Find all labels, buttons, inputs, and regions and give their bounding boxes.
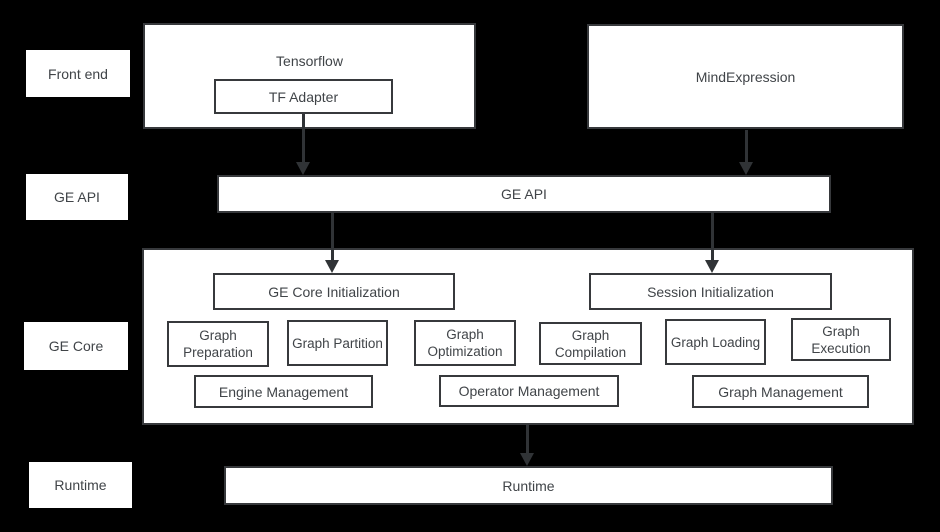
arrow-tf-adapter-to-ge-api — [296, 114, 310, 175]
module-box-graph-preparation: Graph Preparation — [167, 321, 269, 367]
mind-expression-box: MindExpression — [587, 24, 904, 129]
module-box-graph-execution: Graph Execution — [791, 318, 891, 361]
arrow-mind-expression-to-ge-api — [739, 130, 753, 175]
row-label-ge-api: GE API — [26, 174, 128, 220]
graph-management-box: Graph Management — [692, 375, 869, 408]
arrow-shaft — [525, 425, 529, 454]
arrow-head-icon — [739, 162, 753, 175]
arrow-ge-api-to-session-init — [705, 213, 719, 273]
arrow-ge-api-to-ge-core-init — [325, 213, 339, 273]
tensorflow-box: Tensorflow TF Adapter — [143, 23, 476, 129]
engine-management-box: Engine Management — [194, 375, 373, 408]
ge-api-bar: GE API — [217, 175, 831, 213]
arrow-ge-core-to-runtime — [520, 425, 534, 466]
tensorflow-title: Tensorflow — [276, 53, 343, 69]
arrow-shaft — [744, 130, 748, 163]
module-box-graph-loading: Graph Loading — [665, 319, 766, 365]
arrow-shaft — [301, 114, 305, 163]
arrow-shaft — [330, 213, 334, 261]
tf-adapter-box: TF Adapter — [214, 79, 393, 114]
arrow-head-icon — [705, 260, 719, 273]
ge-core-box: GE Core Initialization Session Initializ… — [142, 248, 914, 425]
arrow-head-icon — [296, 162, 310, 175]
session-initialization-box: Session Initialization — [589, 273, 832, 310]
arrow-head-icon — [520, 453, 534, 466]
row-label-ge-core: GE Core — [24, 322, 128, 370]
row-label-front-end: Front end — [26, 50, 130, 97]
module-box-graph-compilation: Graph Compilation — [539, 322, 642, 365]
arrow-shaft — [710, 213, 714, 261]
module-box-graph-optimization: Graph Optimization — [414, 320, 516, 366]
operator-management-box: Operator Management — [439, 375, 619, 407]
row-label-runtime: Runtime — [29, 462, 132, 508]
module-box-graph-partition: Graph Partition — [287, 320, 388, 366]
arrow-head-icon — [325, 260, 339, 273]
ge-core-initialization-box: GE Core Initialization — [213, 273, 455, 310]
runtime-bar: Runtime — [224, 466, 833, 505]
